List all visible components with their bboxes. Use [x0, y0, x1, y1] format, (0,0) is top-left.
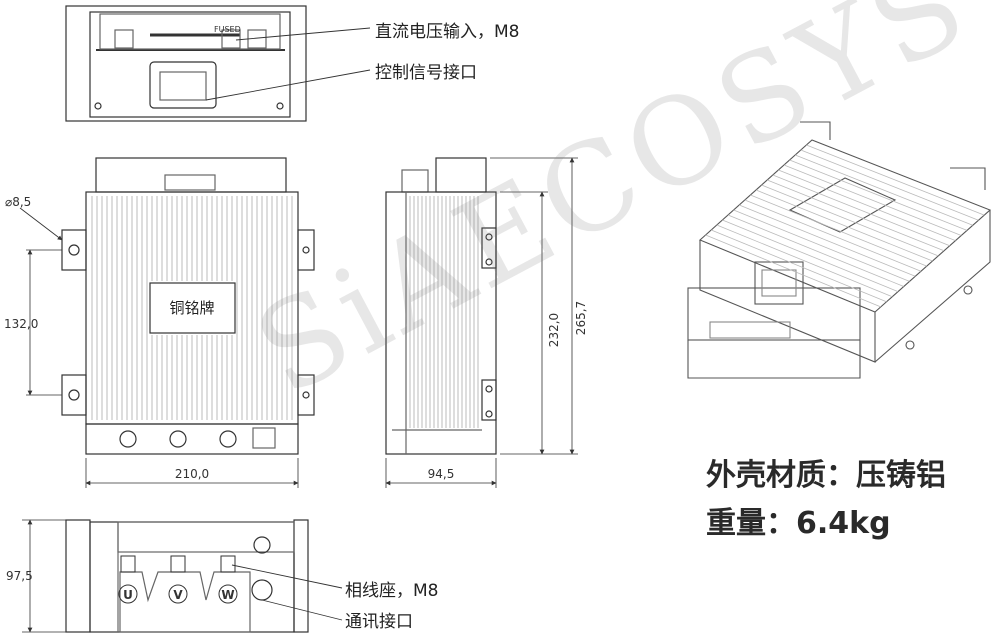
- front-height-dim: 97,5: [6, 569, 33, 583]
- front-view: [61, 157, 315, 455]
- phase-letter: V: [173, 588, 183, 602]
- fin: [722, 219, 899, 292]
- end-dimensions: [22, 519, 66, 633]
- fin: [716, 224, 893, 298]
- front-view-fins: [91, 196, 293, 420]
- nameplate-label: 铜铭牌: [169, 299, 214, 317]
- side-view: [385, 157, 497, 455]
- spec-material: 外壳材质：压铸铝: [706, 458, 946, 493]
- fin: [733, 209, 910, 282]
- phase-terminal-u: U: [118, 555, 138, 604]
- terminal-bolt: [220, 555, 236, 573]
- phase-terminal-w: W: [218, 555, 238, 604]
- fin: [705, 234, 881, 308]
- mount-pitch-dim: 132,0: [4, 317, 38, 331]
- fin: [783, 164, 962, 236]
- side-dimensions: [385, 157, 578, 488]
- callout-comm-port: 通讯接口: [345, 612, 413, 632]
- phase-terminals: U V W: [118, 555, 238, 604]
- callout-control-port: 控制信号接口: [375, 63, 477, 83]
- callout-phase-terminal: 相线座，M8: [345, 581, 438, 601]
- hole-diameter-dim: ⌀8,5: [5, 195, 31, 209]
- spec-weight: 重量：6.4kg: [706, 506, 891, 541]
- fin: [800, 149, 979, 221]
- side-depth-dim: 94,5: [428, 467, 455, 481]
- fin: [750, 194, 927, 267]
- fin: [711, 229, 887, 303]
- terminal-bolt: [170, 555, 186, 573]
- isometric-view: [687, 121, 992, 379]
- phase-letter: U: [123, 588, 133, 602]
- side-view-fins: [409, 196, 479, 428]
- terminal-bolt: [120, 555, 136, 573]
- phase-letter: W: [221, 588, 234, 602]
- fin: [761, 184, 939, 257]
- fin: [767, 179, 945, 252]
- isometric-fins: [705, 144, 985, 308]
- terminal-ring: [168, 584, 188, 604]
- terminal-ring: [118, 584, 138, 604]
- fin: [727, 214, 904, 287]
- height-inner-dim: 232,0: [547, 313, 561, 347]
- fuse-label: FUSED: [214, 25, 241, 34]
- fin: [795, 154, 973, 226]
- fin: [806, 144, 985, 216]
- phase-terminal-v: V: [168, 555, 188, 604]
- callout-leaders: [205, 27, 371, 621]
- fin: [755, 189, 933, 262]
- callout-dc-input: 直流电压输入，M8: [375, 22, 519, 42]
- fin: [772, 174, 950, 247]
- front-dimensions: [19, 207, 299, 488]
- height-outer-dim: 265,7: [574, 301, 588, 335]
- fin: [744, 199, 922, 272]
- width-dim: 210,0: [175, 467, 209, 481]
- fin: [789, 159, 968, 231]
- end-view: [65, 519, 309, 633]
- fin: [778, 169, 956, 241]
- fin: [739, 204, 916, 277]
- terminal-ring: [218, 584, 238, 604]
- top-view: [65, 5, 307, 122]
